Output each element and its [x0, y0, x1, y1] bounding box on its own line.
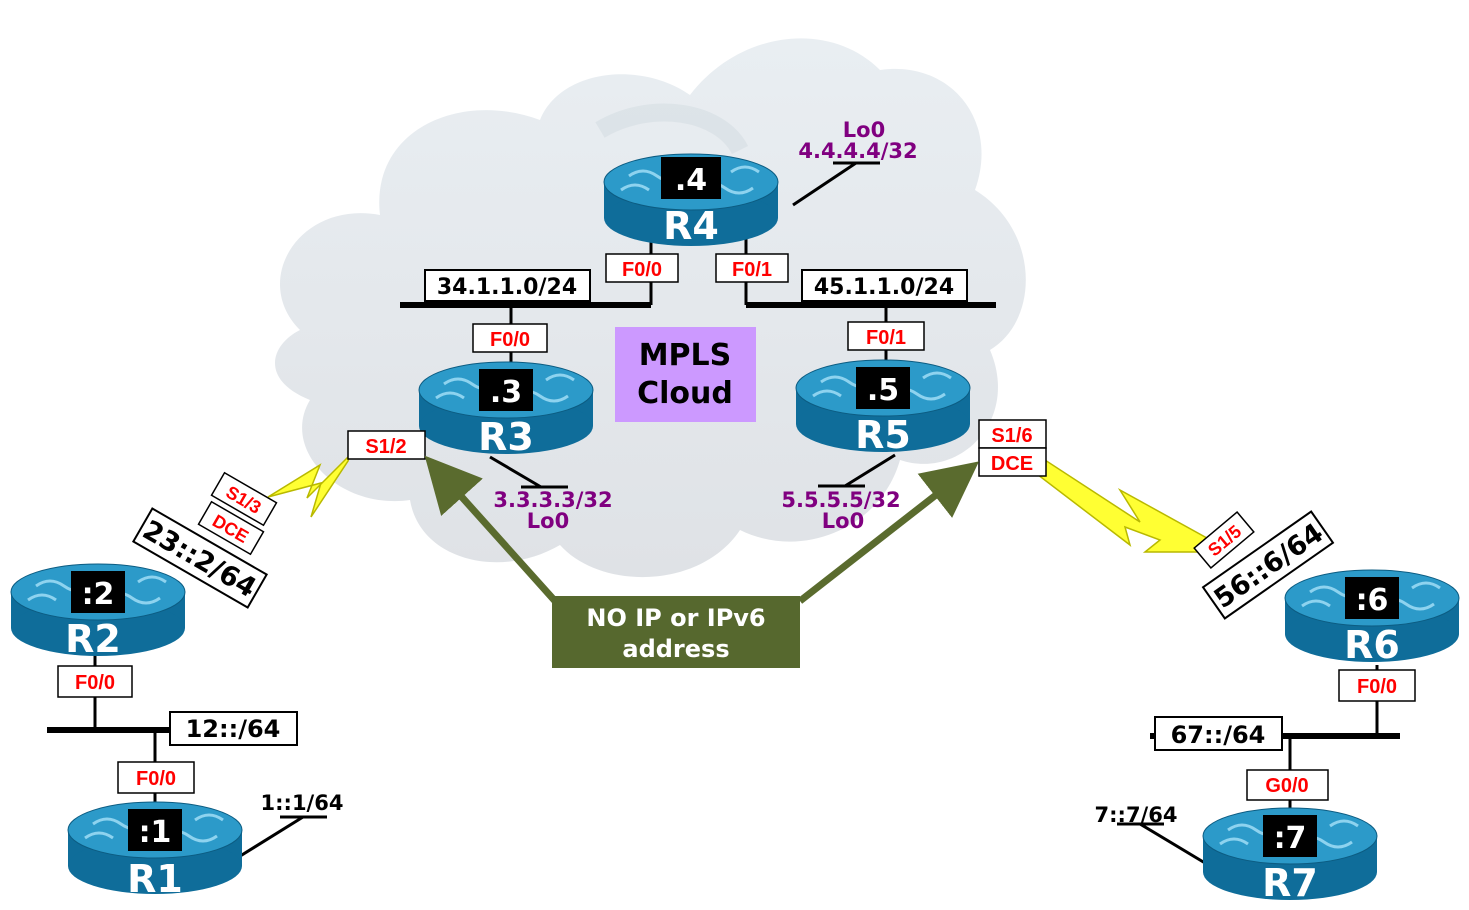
iface-r4-f01: F0/1 [715, 253, 789, 283]
svg-text:F0/1: F0/1 [866, 327, 906, 349]
no-ip-callout-line2: address [622, 635, 729, 663]
svg-text:Lo0: Lo0 [822, 509, 864, 533]
loopback-label-r3: 3.3.3.3/32 Lo0 [493, 488, 612, 533]
router-r2-name: R2 [65, 617, 121, 661]
router-r1-name: R1 [127, 857, 183, 901]
svg-text:F0/1: F0/1 [732, 259, 772, 281]
router-r1[interactable]: :1 R1 [66, 800, 244, 901]
router-r4-name: R4 [663, 204, 719, 248]
subnet-label-67: 67::/64 [1154, 716, 1283, 751]
router-r2[interactable]: :2 R2 [9, 562, 187, 661]
svg-text:DCE: DCE [991, 453, 1033, 475]
svg-text:F0/0: F0/0 [622, 259, 662, 281]
router-r4-id: .4 [675, 163, 707, 198]
svg-text:S1/2: S1/2 [365, 436, 406, 458]
router-r7-id: :7 [1274, 821, 1307, 856]
subnet-label-45: 45.1.1.0/24 [801, 269, 968, 302]
svg-text:G0/0: G0/0 [1265, 775, 1308, 797]
svg-text:Lo0: Lo0 [843, 118, 885, 142]
router-r6-id: :6 [1356, 583, 1389, 618]
router-r4[interactable]: .4 R4 [602, 152, 780, 248]
mpls-cloud-label-line1: MPLS [639, 338, 732, 373]
svg-text:F0/0: F0/0 [1357, 676, 1397, 698]
iface-r2-f00: F0/0 [57, 665, 133, 698]
iface-r3-f00: F0/0 [472, 323, 548, 353]
iface-r5-dce: DCE [978, 447, 1047, 477]
loopback-label-r5: 5.5.5.5/32 Lo0 [781, 488, 900, 533]
iface-r5-s16: S1/6 [978, 419, 1047, 449]
loopback-label-r7: 7::7/64 [1095, 803, 1178, 827]
iface-r4-f00: F0/0 [605, 253, 679, 283]
iface-r6-f00: F0/0 [1338, 669, 1416, 702]
svg-text:67::/64: 67::/64 [1171, 721, 1266, 749]
subnet-label-34: 34.1.1.0/24 [424, 269, 591, 302]
router-r3-name: R3 [478, 415, 534, 459]
svg-text:F0/0: F0/0 [75, 672, 115, 694]
callout-arrows [424, 455, 980, 604]
router-r2-id: :2 [82, 577, 115, 612]
svg-text:12::/64: 12::/64 [186, 715, 281, 743]
router-r7-name: R7 [1262, 861, 1318, 905]
svg-text:F0/0: F0/0 [490, 329, 530, 351]
no-ip-callout-line1: NO IP or IPv6 [586, 604, 765, 632]
router-r7[interactable]: :7 R7 [1201, 806, 1379, 905]
serial-link-r5-r6 [1023, 459, 1227, 553]
iface-r2-s13: S1/3 [210, 471, 278, 527]
router-r5-name: R5 [855, 413, 911, 457]
svg-text:4.4.4.4/32: 4.4.4.4/32 [798, 139, 917, 163]
svg-text:7::7/64: 7::7/64 [1095, 803, 1178, 827]
loopback-label-r1: 1::1/64 [261, 791, 344, 815]
router-r6[interactable]: :6 R6 [1283, 568, 1461, 667]
svg-text:3.3.3.3/32: 3.3.3.3/32 [493, 488, 612, 512]
iface-r3-s12: S1/2 [347, 430, 426, 460]
loopback-stubs [236, 161, 1211, 868]
router-r5[interactable]: .5 R5 [794, 358, 972, 457]
svg-text:45.1.1.0/24: 45.1.1.0/24 [814, 275, 954, 300]
router-r6-name: R6 [1344, 623, 1400, 667]
router-r1-id: :1 [139, 815, 172, 850]
svg-text:F0/0: F0/0 [136, 768, 176, 790]
iface-r2-dce: DCE [197, 500, 265, 556]
svg-text:1::1/64: 1::1/64 [261, 791, 344, 815]
svg-text:S1/6: S1/6 [991, 425, 1032, 447]
iface-r5-f01: F0/1 [847, 321, 925, 351]
subnet-label-12: 12::/64 [169, 711, 298, 746]
svg-text:5.5.5.5/32: 5.5.5.5/32 [781, 488, 900, 512]
iface-r7-g00: G0/0 [1246, 769, 1329, 801]
svg-text:34.1.1.0/24: 34.1.1.0/24 [437, 275, 577, 300]
router-r3[interactable]: .3 R3 [417, 360, 595, 459]
svg-text:Lo0: Lo0 [527, 509, 569, 533]
router-r5-id: .5 [867, 373, 899, 408]
router-r3-id: .3 [490, 375, 522, 410]
mpls-cloud-label-line2: Cloud [637, 376, 733, 411]
mpls-cloud-label: MPLS Cloud [615, 327, 756, 422]
no-ip-callout: NO IP or IPv6 address [552, 596, 800, 668]
iface-r1-f00: F0/0 [117, 761, 195, 794]
loopback-label-r4: Lo0 4.4.4.4/32 [798, 118, 917, 163]
